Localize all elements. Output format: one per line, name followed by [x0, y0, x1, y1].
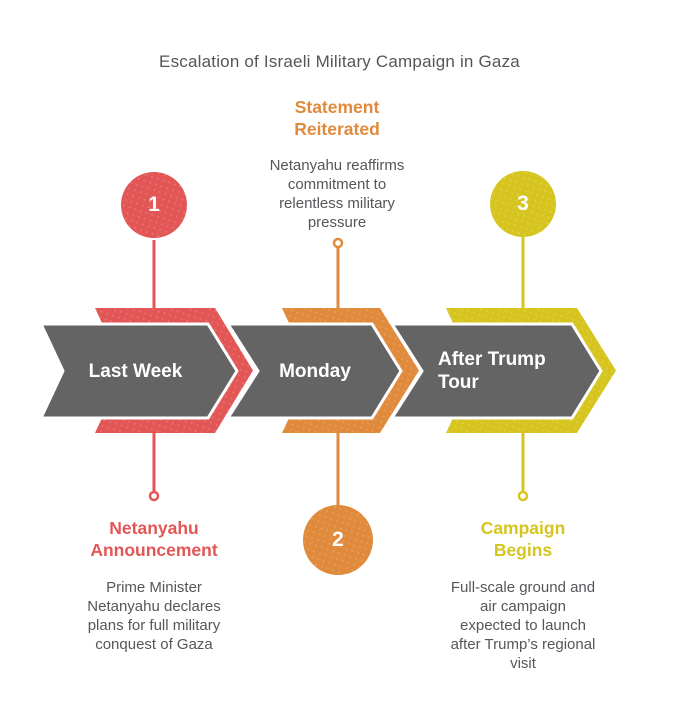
step-1-number-circle-texture [121, 172, 187, 238]
step-2-arrow-shape [225, 322, 403, 420]
step-2-heading: Statement Reiterated [294, 97, 380, 139]
step-1-connector-ring [148, 490, 160, 502]
step-1-arrow-label-box: Last Week [63, 324, 208, 418]
step-2-description: Netanyahu reaffirms commitment to relent… [269, 157, 405, 231]
step-3-connector-ring [517, 490, 529, 502]
step-2-arrow-label-box: Monday [258, 324, 372, 418]
step-1-number: 1 [148, 193, 160, 216]
step-2-connector-ring [332, 237, 344, 249]
step-1-description: Prime Minister Netanyahu declares plans … [87, 579, 221, 653]
step-3-number: 3 [517, 192, 529, 215]
step-1-heading: Netanyahu Announcement [90, 518, 218, 560]
page-title: Escalation of Israeli Military Campaign … [159, 52, 520, 71]
step-2-arrow-label: Monday [279, 360, 351, 382]
step-3-arrow-label: After Trump Tour [438, 349, 546, 393]
step-3-heading: Campaign Begins [480, 518, 566, 560]
step-3-arrow-shape [389, 322, 603, 420]
step-3-number-circle-texture [490, 171, 556, 237]
step-3-description: Full-scale ground and air campaign expec… [450, 579, 596, 672]
step-2-number: 2 [332, 528, 344, 551]
step-2-number-circle-texture [303, 505, 373, 575]
step-3-arrow-label-box: After Trump Tour [422, 324, 572, 418]
step-1-arrow-shape [38, 322, 239, 420]
step-1-arrow-label: Last Week [88, 360, 183, 382]
